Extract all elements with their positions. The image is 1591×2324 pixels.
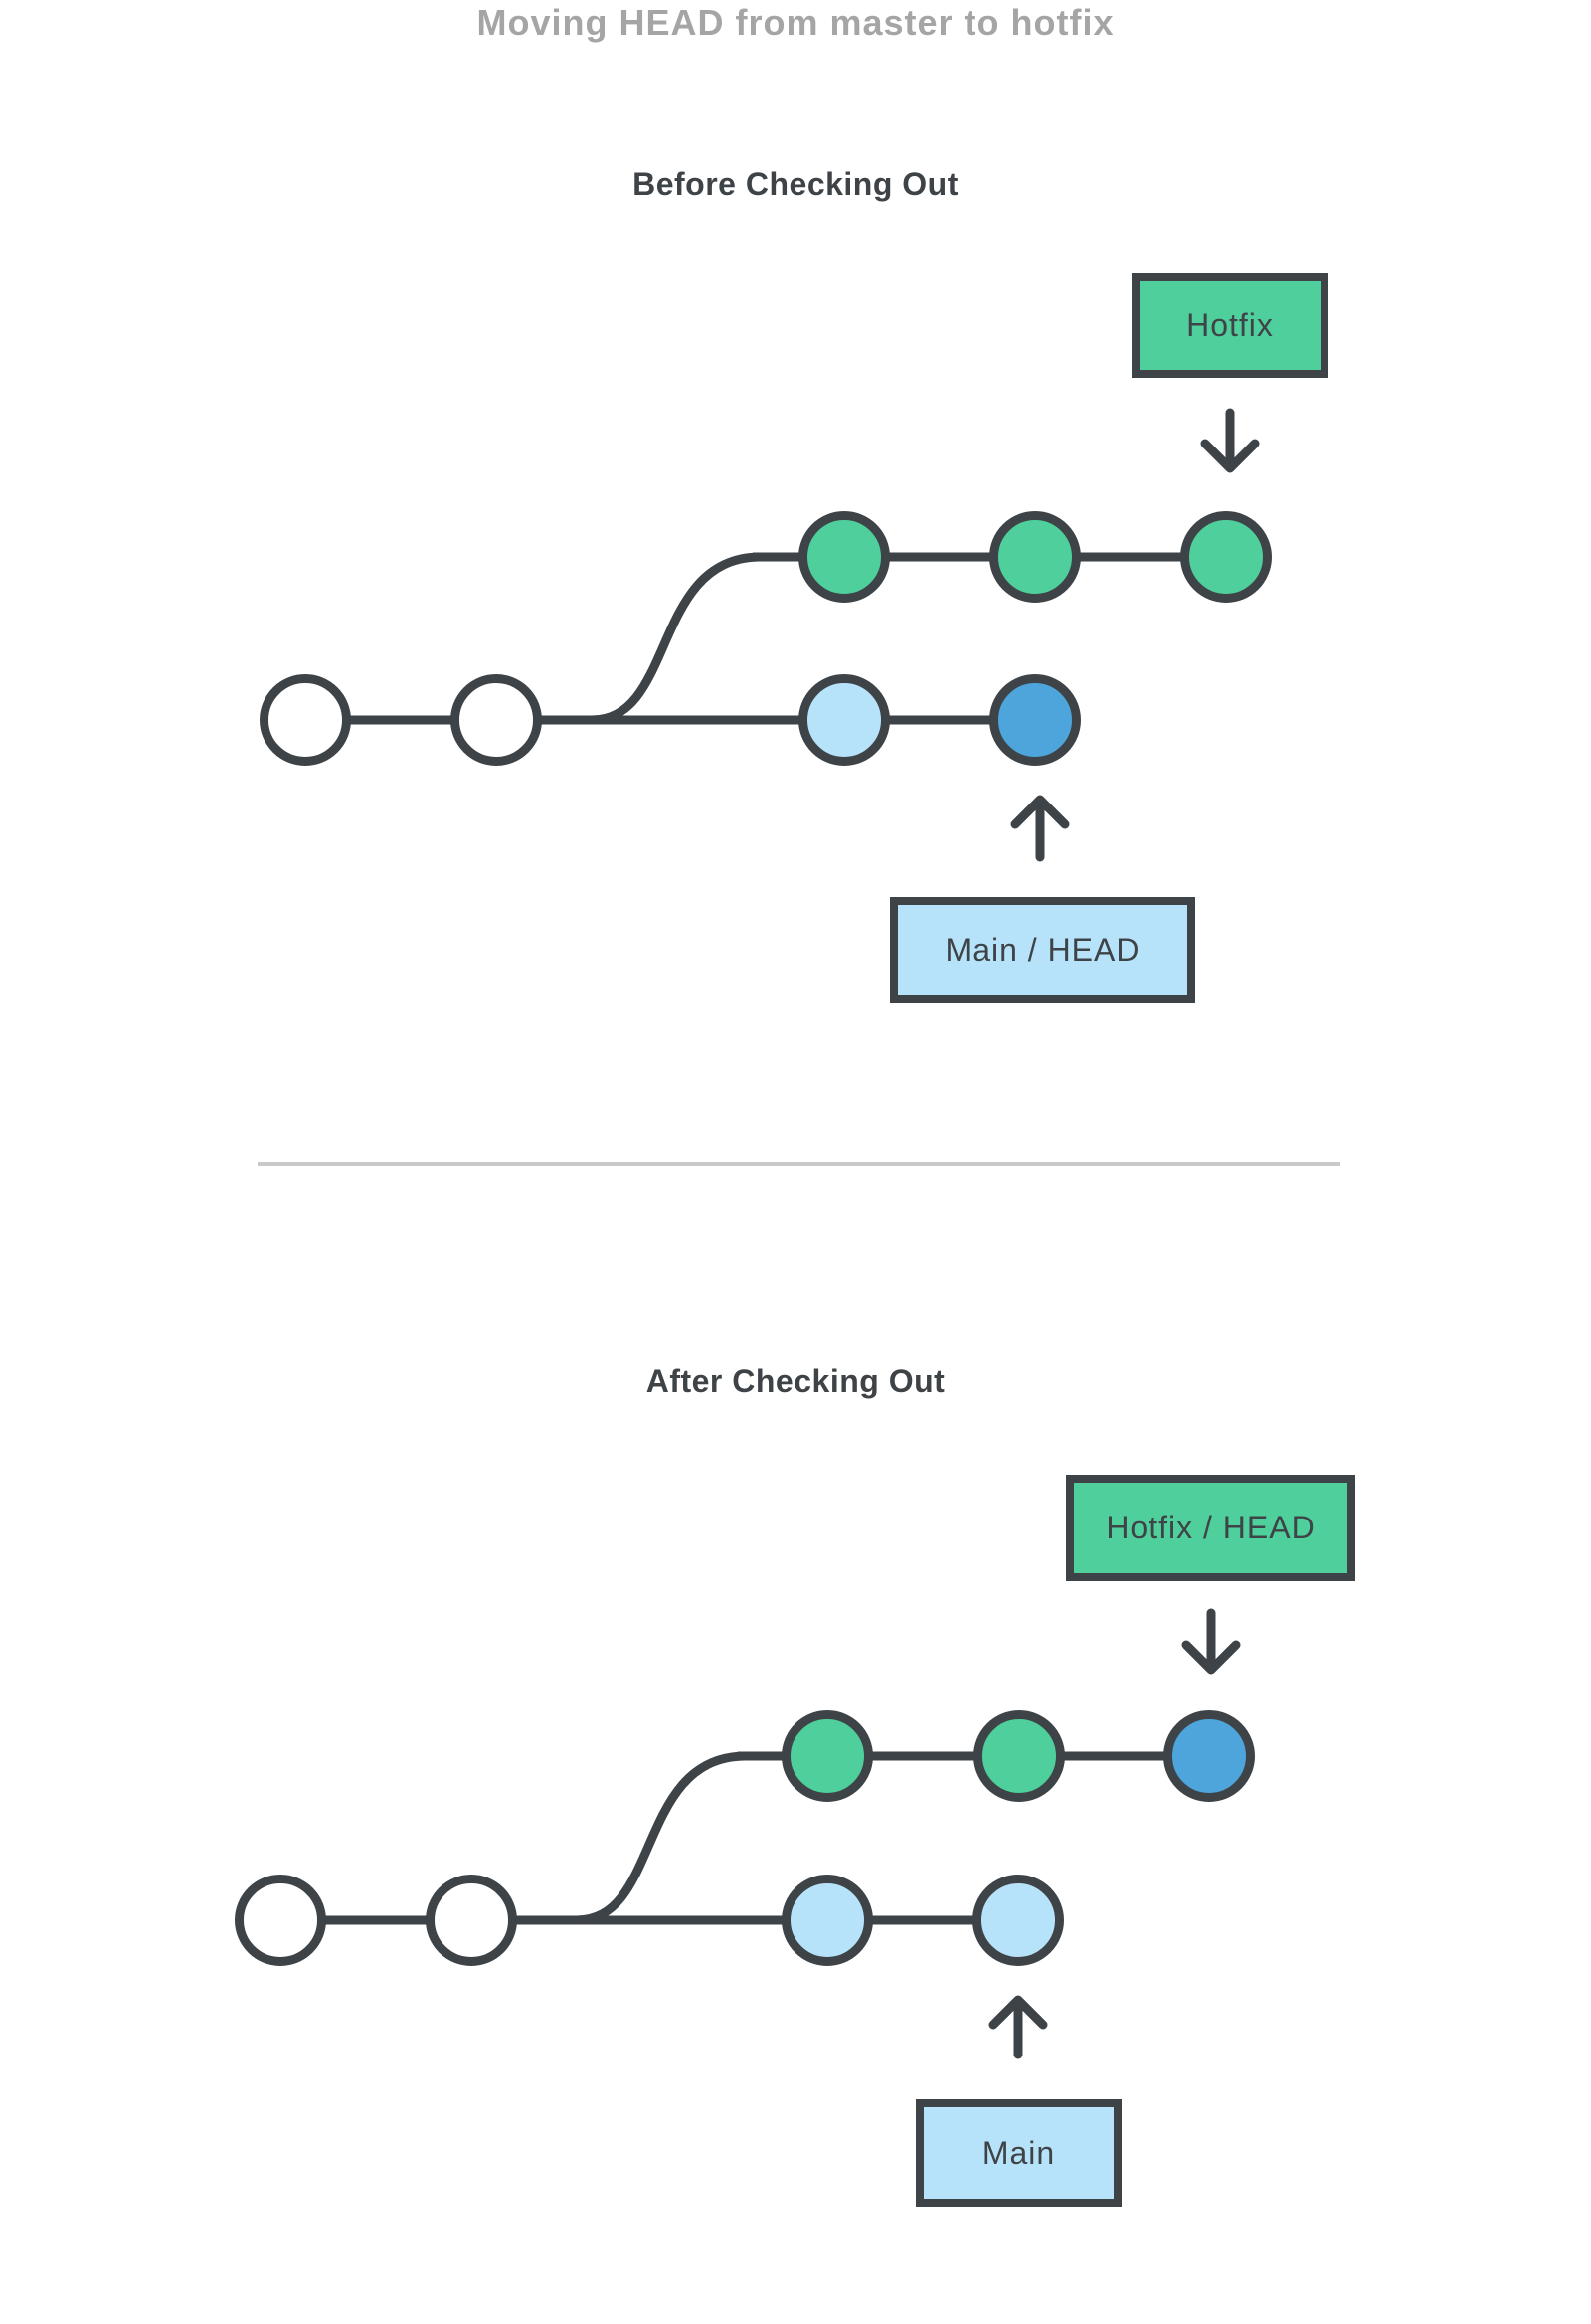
commit-node (235, 1875, 326, 1966)
branch-fork-curve (591, 552, 762, 725)
before-graph (260, 408, 1272, 862)
hotfix-branch-badge-label: Hotfix (1186, 307, 1274, 343)
commit-node (973, 1710, 1065, 1802)
commit-node (1163, 1710, 1255, 1802)
before-section-heading: Before Checking Out (632, 166, 959, 202)
hotfix-head-badge-label: Hotfix / HEAD (1106, 1510, 1316, 1545)
main-branch-badge-label: Main (981, 2134, 1056, 2171)
section-divider (258, 1162, 1340, 1166)
commit-node (426, 1875, 517, 1966)
commit-node (450, 674, 542, 766)
branch-fork-curve (576, 1751, 747, 1925)
hotfix-head-badge: Hotfix / HEAD (1066, 1475, 1355, 1581)
commit-node (798, 674, 890, 766)
up-arrow-icon (988, 1995, 1048, 2059)
commit-node (989, 674, 1081, 766)
down-arrow-icon (1200, 408, 1260, 473)
page-title: Moving HEAD from master to hotfix (476, 2, 1115, 43)
main-branch-badge: Main (916, 2099, 1122, 2207)
commit-node (260, 674, 351, 766)
up-arrow-icon (1010, 795, 1070, 862)
commit-node (798, 511, 890, 603)
after-graph (235, 1608, 1255, 2059)
commit-node (972, 1875, 1064, 1966)
main-head-badge-label: Main / HEAD (945, 932, 1141, 968)
after-section-heading: After Checking Out (645, 1363, 946, 1399)
commit-node (989, 511, 1081, 603)
commit-node (1180, 511, 1272, 603)
hotfix-branch-badge: Hotfix (1132, 273, 1328, 378)
down-arrow-icon (1181, 1608, 1241, 1675)
main-head-badge: Main / HEAD (890, 897, 1195, 1003)
commit-node (782, 1875, 873, 1966)
commit-node (782, 1710, 873, 1802)
